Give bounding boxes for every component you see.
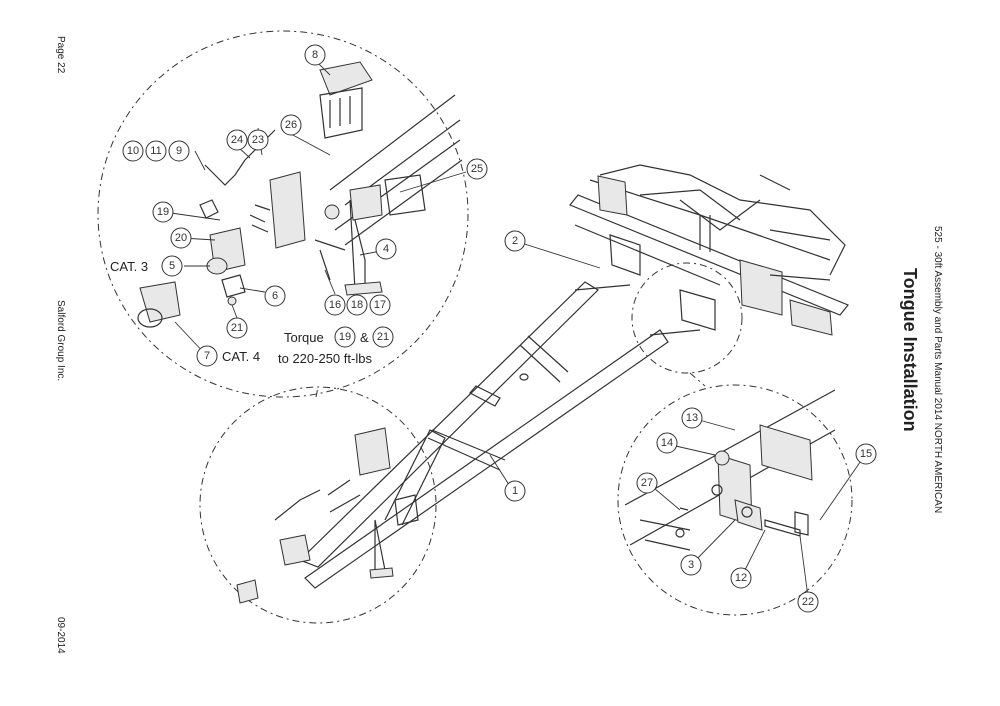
- svg-text:7: 7: [204, 350, 210, 362]
- callout-13: 13: [681, 407, 703, 429]
- callout-10: 10: [122, 140, 144, 162]
- svg-text:17: 17: [374, 299, 386, 311]
- svg-text:4: 4: [383, 243, 389, 255]
- svg-text:18: 18: [351, 299, 363, 311]
- callout-3: 3: [680, 554, 702, 576]
- callout-16: 16: [324, 294, 346, 316]
- svg-text:27: 27: [641, 477, 653, 489]
- svg-text:25: 25: [471, 163, 483, 175]
- callout-15: 15: [855, 443, 877, 465]
- callout-11: 11: [145, 140, 167, 162]
- detail-connector-lines: [315, 372, 706, 398]
- torque-spec: to 220-250 ft-lbs: [278, 351, 372, 366]
- callout-14: 14: [656, 432, 678, 454]
- svg-text:6: 6: [272, 290, 278, 302]
- svg-text:16: 16: [329, 299, 341, 311]
- callout-25: 25: [466, 158, 488, 180]
- toolbar-frame: [569, 164, 849, 336]
- svg-text:2: 2: [512, 235, 518, 247]
- mount-detail-parts: [624, 389, 836, 551]
- svg-text:15: 15: [860, 448, 872, 460]
- torque-callout-19: 19: [334, 326, 356, 348]
- svg-text:8: 8: [312, 49, 318, 61]
- callout-4: 4: [375, 238, 397, 260]
- callout-27: 27: [636, 472, 658, 494]
- callout-2: 2: [504, 230, 526, 252]
- torque-callout-21: 21: [372, 326, 394, 348]
- callout-9: 9: [168, 140, 190, 162]
- callout-23: 23: [247, 129, 269, 151]
- svg-text:20: 20: [175, 232, 187, 244]
- svg-text:19: 19: [339, 331, 351, 343]
- callout-18: 18: [346, 294, 368, 316]
- callout-8: 8: [304, 44, 326, 66]
- cat4-label: CAT. 4: [222, 349, 260, 364]
- hitch-detail-circle: [97, 30, 469, 398]
- callout-22: 22: [797, 591, 819, 613]
- callout-17: 17: [369, 294, 391, 316]
- mount-detail-circle: [617, 384, 853, 616]
- callout-19: 19: [152, 201, 174, 223]
- callout-5: 5: [161, 255, 183, 277]
- svg-text:5: 5: [169, 260, 175, 272]
- mount-reference-circle: [631, 262, 743, 374]
- svg-text:21: 21: [377, 331, 389, 343]
- svg-text:19: 19: [157, 206, 169, 218]
- svg-text:11: 11: [150, 145, 161, 157]
- tongue-end-detail-circle: [199, 386, 437, 624]
- svg-text:12: 12: [735, 572, 747, 584]
- svg-text:3: 3: [688, 559, 694, 571]
- svg-text:13: 13: [686, 412, 698, 424]
- cat3-label: CAT. 3: [110, 259, 148, 274]
- hitch-detail-parts: [137, 61, 463, 328]
- svg-text:1: 1: [512, 485, 518, 497]
- svg-text:24: 24: [231, 134, 243, 146]
- callout-1: 1: [504, 480, 526, 502]
- callout-24: 24: [226, 129, 248, 151]
- svg-text:22: 22: [802, 596, 814, 608]
- callout-21: 21: [226, 317, 248, 339]
- tongue-end-detail-parts: [236, 427, 419, 604]
- callout-26: 26: [280, 114, 302, 136]
- svg-text:26: 26: [285, 119, 297, 131]
- svg-text:14: 14: [661, 437, 673, 449]
- torque-word: Torque: [284, 330, 324, 345]
- svg-text:21: 21: [231, 322, 243, 334]
- callout-12: 12: [730, 567, 752, 589]
- callout-20: 20: [170, 227, 192, 249]
- tongue-frame: [298, 281, 701, 589]
- callout-6: 6: [264, 285, 286, 307]
- svg-text:10: 10: [127, 145, 139, 157]
- torque-ampersand: &: [360, 330, 369, 345]
- svg-text:23: 23: [252, 134, 264, 146]
- svg-text:9: 9: [176, 145, 182, 157]
- callout-7: 7: [196, 345, 218, 367]
